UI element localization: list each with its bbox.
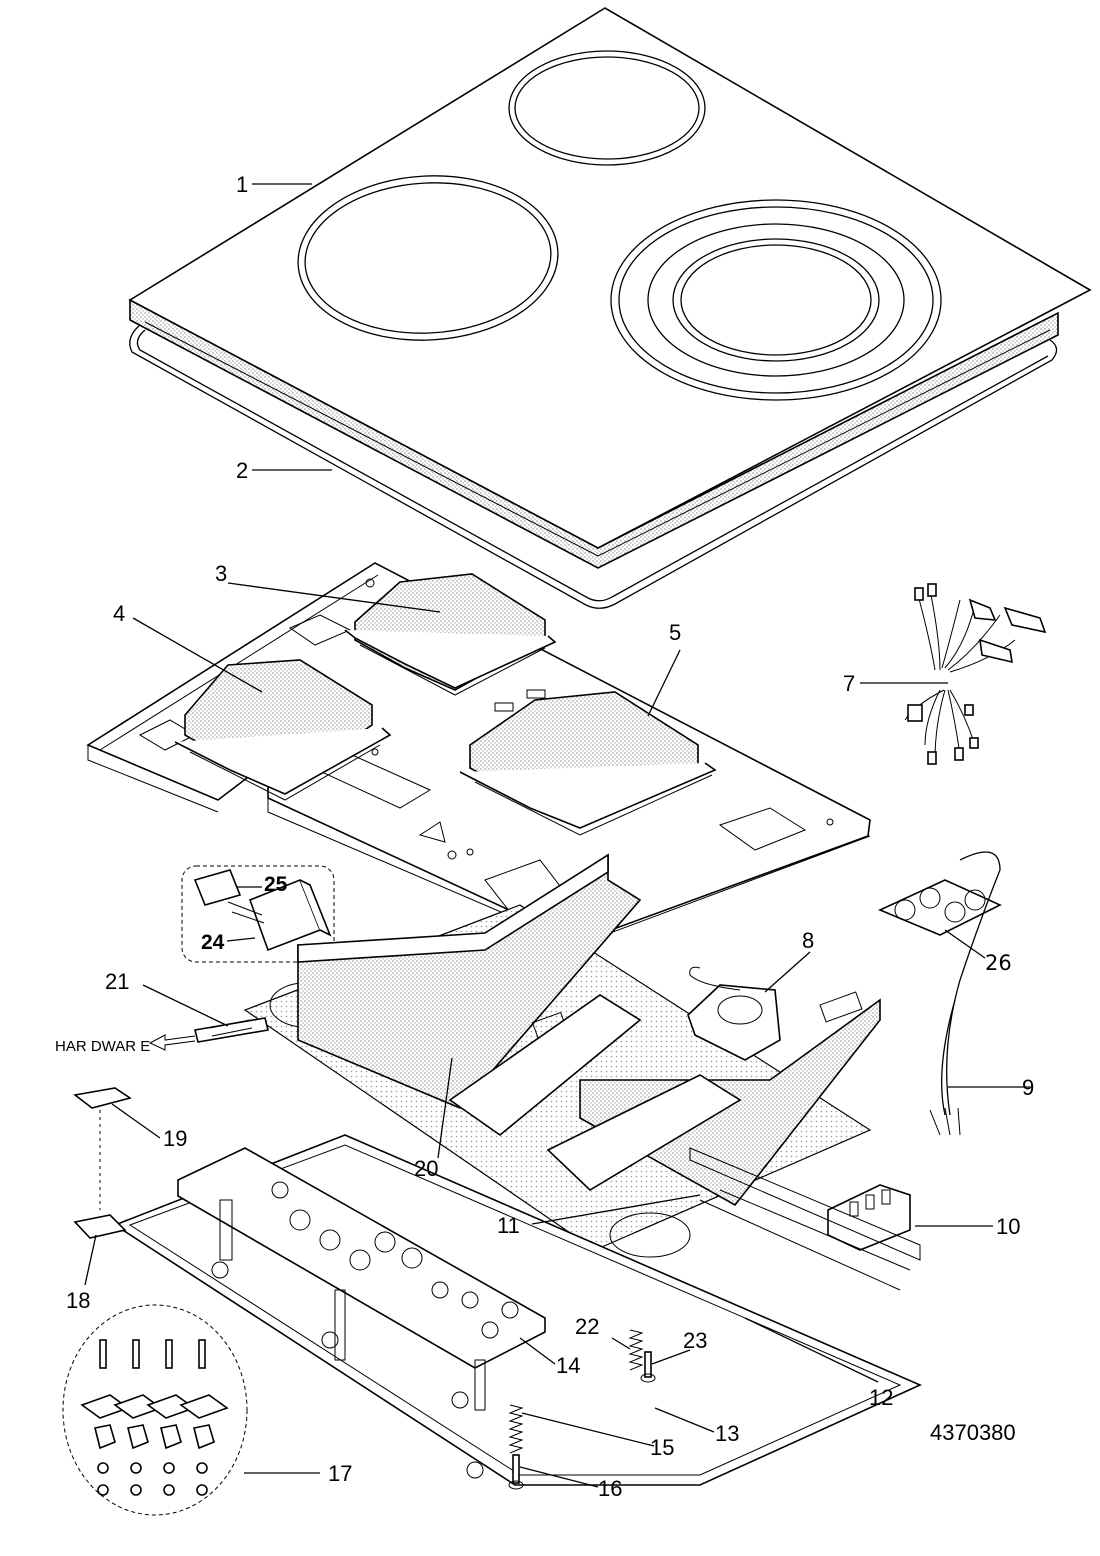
leader-lines [84,183,1030,1488]
label-part-9: 9 [1022,1075,1034,1100]
hardware-label: HAR DWAR E [55,1038,150,1055]
part-19-clip [73,1087,132,1210]
part-9-power-cord [929,851,1001,1136]
part-15-spring [508,1404,524,1454]
label-part-20: 20 [414,1156,438,1181]
part-14-control-board [177,1147,546,1411]
part-16-screw [508,1454,524,1490]
part-23-stud [640,1351,656,1383]
label-part-24: 24 [201,931,225,954]
control-board-components [271,1181,519,1339]
label-part-12: 12 [869,1385,893,1410]
label-part-22: 22 [575,1314,599,1339]
label-part-21: 21 [105,969,129,994]
hardware-plates [80,1394,229,1419]
label-part-26: 26 [985,951,1012,975]
callout-parts-24-25 [181,865,335,963]
part-5-burner-front [459,691,717,836]
part-11-power-board [546,991,881,1207]
part-21-cable [148,1017,269,1051]
label-part-13: 13 [715,1421,739,1446]
part-26-control-panel [878,879,1002,936]
label-part-15: 15 [650,1435,674,1460]
part-1-glass-cooktop [128,7,1092,569]
label-part-23: 23 [683,1328,707,1353]
label-part-8: 8 [802,928,814,953]
part-20-power-board [297,853,642,1137]
part-3-burner-rear [344,573,557,696]
label-part-2: 2 [236,458,248,483]
part-labels: 1 2 3 4 5 7 8 9 10 11 12 13 14 15 16 17 … [55,172,1034,1501]
document-number: 4370380 [930,1420,1016,1445]
label-part-7: 7 [843,671,855,696]
label-part-19: 19 [163,1126,187,1151]
part-8-fan [687,966,781,1061]
label-part-3: 3 [215,561,227,586]
label-part-4: 4 [113,601,125,626]
label-part-1: 1 [236,172,248,197]
part-17-hardware-kit [62,1304,248,1516]
hardware-pins [99,1339,206,1369]
label-part-11: 11 [497,1213,520,1238]
part-2-gasket [129,324,1058,609]
hardware-screws [97,1462,208,1496]
label-part-16: 16 [598,1476,622,1501]
part-22-spring [628,1329,644,1371]
label-part-18: 18 [66,1288,90,1313]
label-part-10: 10 [996,1214,1020,1239]
label-part-25: 25 [264,873,288,896]
label-part-5: 5 [669,620,681,645]
hardware-arrow [148,1034,196,1051]
part-7-wire-harness [904,583,1047,765]
label-part-17: 17 [328,1461,352,1486]
part-18-bracket [73,1214,127,1239]
label-part-14: 14 [556,1353,580,1378]
part-4-burner-left [174,659,392,801]
hardware-clips [94,1424,215,1450]
